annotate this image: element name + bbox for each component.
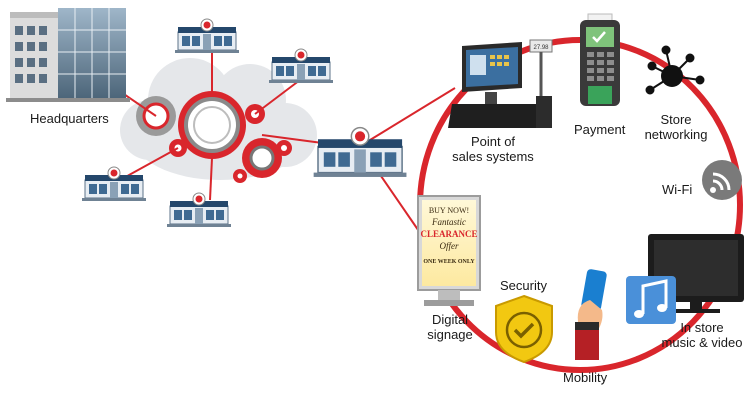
label-store-networking-line2: networking [644, 127, 708, 142]
link-store-left [119, 147, 179, 181]
payment-terminal-icon [580, 13, 620, 106]
music-note-icon [626, 276, 676, 324]
label-digital-signage-line2: signage [427, 327, 473, 342]
link-pos [369, 87, 456, 141]
label-in-store-line1: In store [680, 320, 724, 335]
label-store-networking-line1: Store [660, 112, 692, 127]
label-in-store: In store music & video [654, 320, 750, 350]
link-store-bottom [209, 157, 213, 201]
label-store-networking: Store networking [636, 112, 716, 142]
signage-buy-now: BUY NOW! [428, 206, 470, 215]
pos-terminal-icon [448, 39, 553, 128]
gears-icon [136, 91, 292, 183]
label-payment: Payment [574, 122, 626, 137]
label-wifi: Wi-Fi [662, 182, 693, 197]
signage-fantastic: Fantastic [432, 217, 466, 227]
label-security: Security [500, 278, 547, 293]
label-digital-signage: Digital signage [418, 312, 482, 342]
pos-display-price: 27.98 [533, 45, 549, 51]
label-pos-line2: sales systems [452, 149, 534, 164]
security-shield-icon [495, 294, 553, 364]
store-left-icon [81, 166, 147, 202]
store-main-icon [312, 126, 408, 178]
link-store-top-right [254, 79, 301, 115]
store-top-right-icon [268, 48, 334, 84]
label-digital-signage-line1: Digital [431, 312, 469, 327]
digital-signage-icon [417, 195, 481, 306]
wifi-icon [702, 160, 742, 200]
label-pos-line1: Point of [470, 134, 516, 149]
store-bottom-icon [166, 192, 232, 228]
mobile-phone-icon [575, 269, 607, 360]
signage-clearance: CLEARANCE [420, 229, 478, 239]
label-in-store-line2: music & video [661, 335, 743, 350]
headquarters-building-icon [6, 8, 130, 102]
label-mobility: Mobility [563, 370, 608, 385]
store-networking-icon [645, 45, 705, 95]
label-pos: Point of sales systems [438, 134, 548, 164]
signage-offer: Offer [439, 241, 459, 251]
store-top-left-icon [174, 18, 240, 54]
signage-one-week-only: ONE WEEK ONLY [423, 259, 475, 265]
label-headquarters: Headquarters [30, 111, 109, 126]
